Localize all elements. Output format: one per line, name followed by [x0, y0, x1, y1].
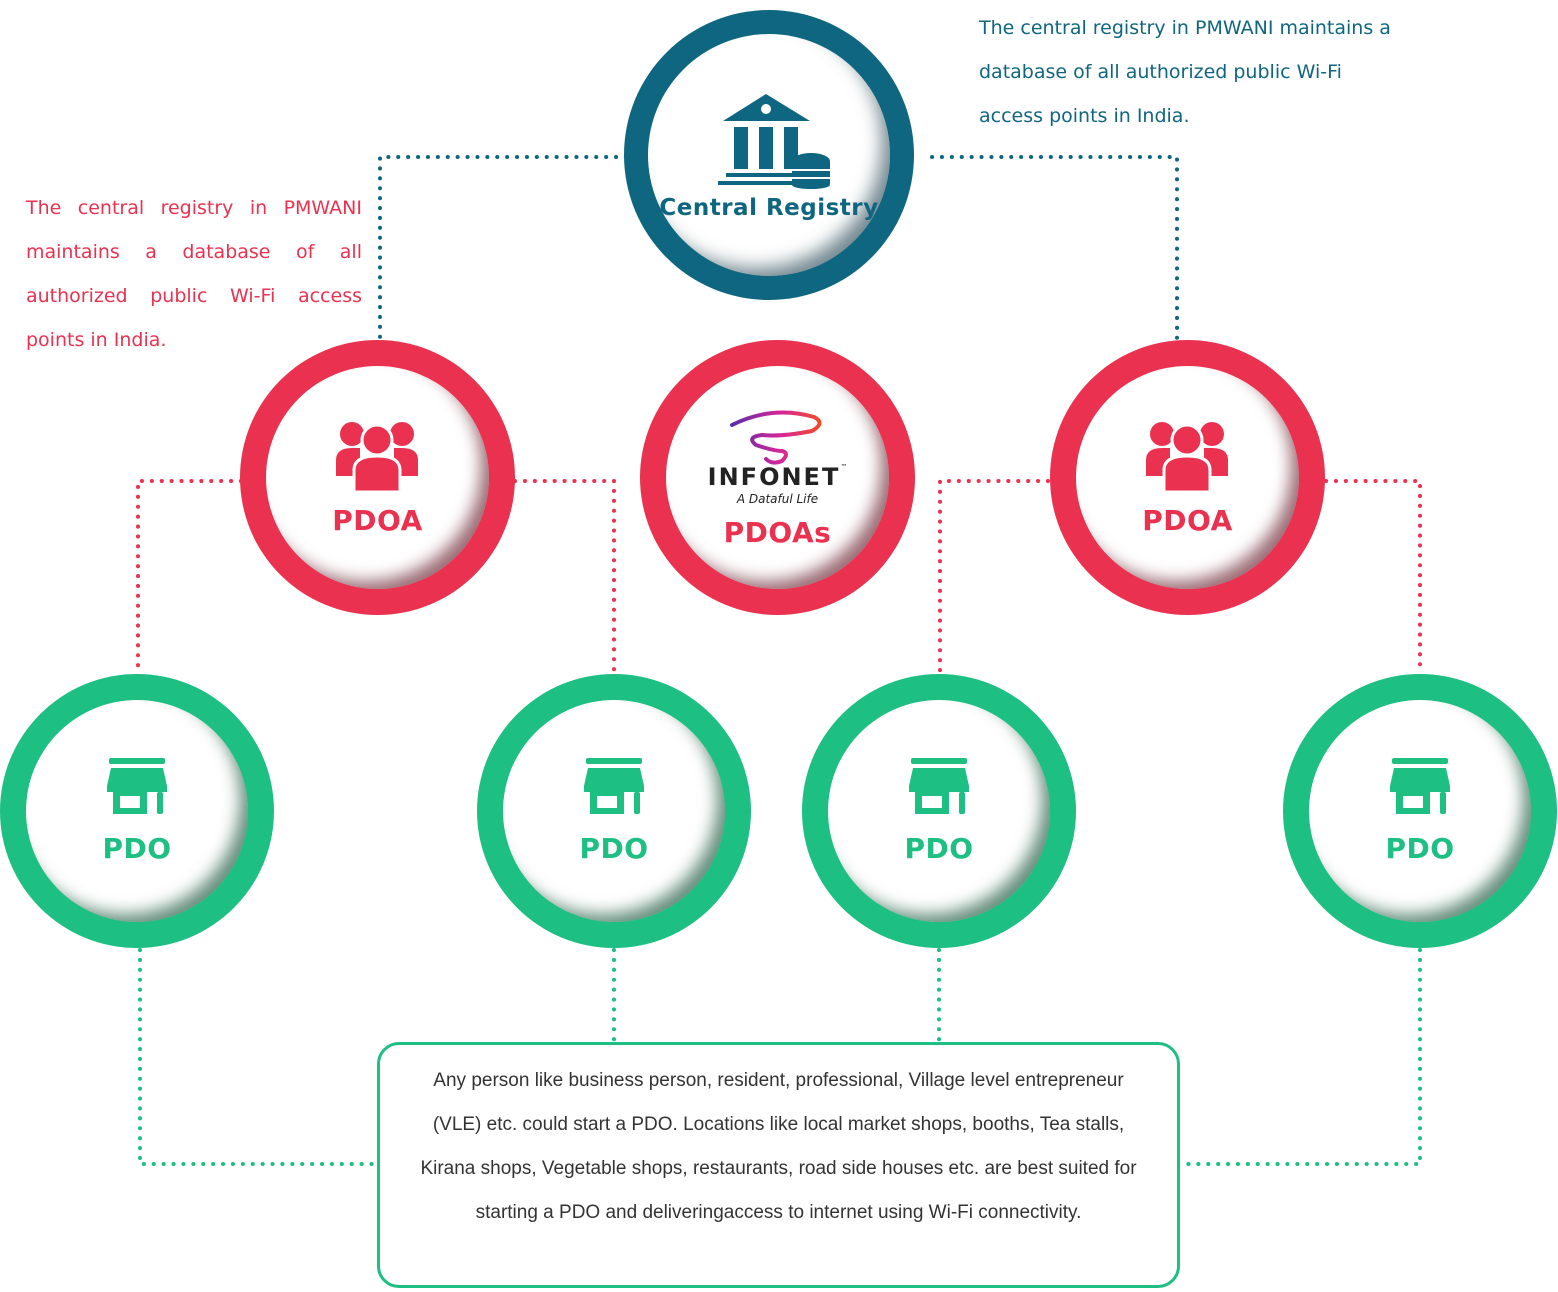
pdoa-label-infonet: PDOAs — [723, 515, 832, 549]
pdo-node-4[interactable]: PDO — [1283, 674, 1557, 948]
store-icon — [106, 757, 167, 814]
connector-pdoa1-right — [513, 479, 616, 674]
pdoa-node-infonet[interactable]: INFONET ™ A Dataful Life PDOAs — [640, 340, 915, 615]
connector-registry-right — [930, 155, 1179, 342]
connector-pdo1 — [138, 948, 379, 1166]
users-group-icon — [336, 422, 419, 494]
store-icon — [908, 757, 969, 814]
pdo-label-1: PDO — [102, 831, 172, 865]
pdo-label-4: PDO — [1385, 831, 1455, 865]
connector-registry-left — [378, 155, 628, 342]
connector-pdoa1-left — [136, 479, 243, 674]
store-icon — [583, 757, 644, 814]
pdo-info-box: Any person like business person, residen… — [377, 1042, 1180, 1288]
infonet-logo-text: INFONET ™ — [707, 462, 848, 491]
pdoa-label-3: PDOA — [1142, 504, 1233, 537]
pdo-info-text: Any person like business person, residen… — [420, 1070, 1137, 1223]
pdoa-label-1: PDOA — [332, 504, 423, 537]
infonet-tagline: A Dataful Life — [736, 491, 819, 506]
pdo-node-1[interactable]: PDO — [0, 674, 274, 948]
pdo-node-3[interactable]: PDO — [802, 674, 1076, 948]
registry-description-right: The central registry in PMWANI maintains… — [979, 17, 1391, 127]
central-registry-label: Central Registry — [659, 195, 879, 221]
connector-pdoa3-right — [1324, 479, 1422, 674]
bank-database-icon — [718, 94, 830, 189]
users-group-icon — [1146, 422, 1229, 494]
pdoa-node-3[interactable]: PDOA — [1050, 340, 1325, 615]
pdo-label-2: PDO — [579, 831, 649, 865]
pdo-node-2[interactable]: PDO — [477, 674, 751, 948]
registry-description-left: The central registry in PMWANI maintains… — [26, 197, 362, 351]
store-icon — [1389, 757, 1450, 814]
infonet-wifi-logo-icon — [730, 410, 822, 465]
connector-pdo4 — [1178, 948, 1422, 1166]
pdo-label-3: PDO — [904, 831, 974, 865]
connector-pdoa3-left — [938, 479, 1050, 674]
pdoa-node-1[interactable]: PDOA — [240, 340, 515, 615]
central-registry-node[interactable]: Central Registry — [624, 10, 914, 300]
